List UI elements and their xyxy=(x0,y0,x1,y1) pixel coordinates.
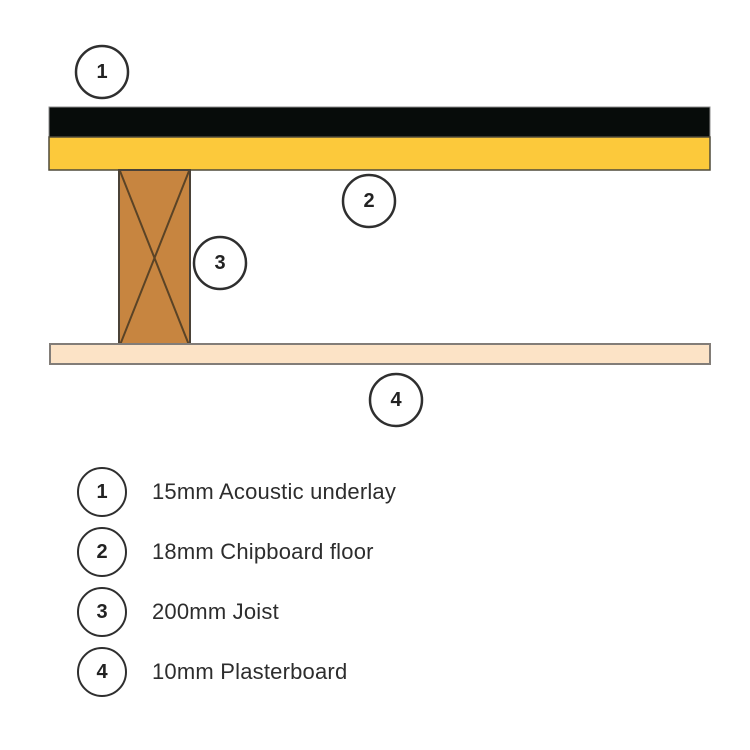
callout-2: 2 xyxy=(341,173,397,229)
legend-label-4: 10mm Plasterboard xyxy=(152,659,348,684)
legend: 1 15mm Acoustic underlay 2 18mm Chipboar… xyxy=(77,467,396,697)
legend-label-1: 15mm Acoustic underlay xyxy=(152,479,397,504)
legend-number-2: 2 xyxy=(96,540,108,563)
acoustic-underlay-layer xyxy=(48,106,711,138)
callout-2-circle xyxy=(341,173,397,229)
callout-4: 4 xyxy=(368,372,424,428)
callout-3: 3 xyxy=(192,235,248,291)
plasterboard-layer xyxy=(49,343,711,365)
callout-2-number: 2 xyxy=(363,190,374,212)
chipboard-floor-layer xyxy=(48,136,711,171)
legend-label-3: 200mm Joist xyxy=(152,599,279,624)
callout-1: 1 xyxy=(74,44,130,100)
joist-cross-line-2 xyxy=(119,170,190,346)
cross-section-drawing: 1 2 3 4 xyxy=(48,44,711,428)
callout-1-circle xyxy=(74,44,130,100)
legend-number-badge-3: 3 xyxy=(77,587,127,637)
legend-item-4: 4 10mm Plasterboard xyxy=(77,647,396,697)
legend-number-3: 3 xyxy=(96,600,108,623)
legend-number-badge-1: 1 xyxy=(77,467,127,517)
legend-label-2: 18mm Chipboard floor xyxy=(152,539,374,564)
callout-4-number: 4 xyxy=(390,389,402,411)
legend-item-1: 1 15mm Acoustic underlay xyxy=(77,467,396,517)
callout-3-number: 3 xyxy=(214,252,225,274)
legend-number-4: 4 xyxy=(96,660,108,683)
legend-item-2: 2 18mm Chipboard floor xyxy=(77,527,396,577)
legend-number-badge-2: 2 xyxy=(77,527,127,577)
legend-item-3: 3 200mm Joist xyxy=(77,587,396,637)
callout-3-circle xyxy=(192,235,248,291)
callout-1-number: 1 xyxy=(96,61,107,83)
callout-4-circle xyxy=(368,372,424,428)
legend-number-1: 1 xyxy=(96,480,108,503)
legend-number-badge-4: 4 xyxy=(77,647,127,697)
joist-member xyxy=(118,169,191,347)
